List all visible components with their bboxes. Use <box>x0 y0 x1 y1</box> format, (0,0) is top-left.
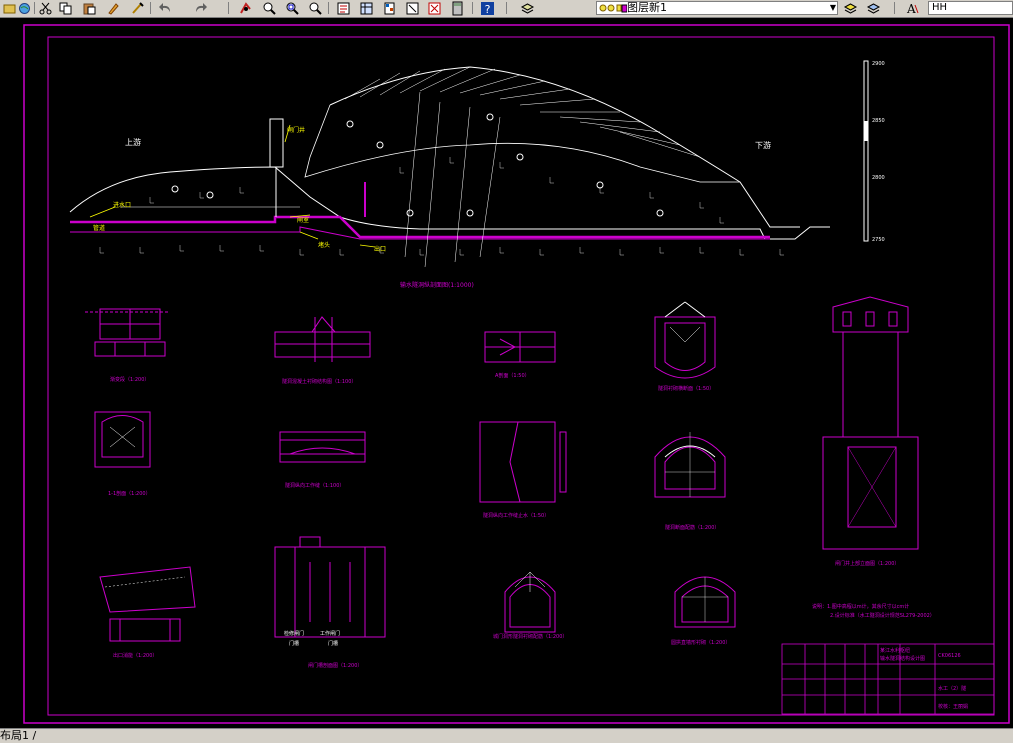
section-8-title: 隧洞断面配筋（1:200） <box>665 524 719 531</box>
section-12-title: 城门洞形隧洞衬砌配筋（1:200） <box>493 633 567 640</box>
svg-text:A: A <box>906 2 916 16</box>
detail-city-gate-tunnel <box>504 571 556 633</box>
section-1-title: 渐变段（1:200） <box>110 376 149 383</box>
paste-icon[interactable] <box>82 1 97 16</box>
detail-outlet <box>99 566 196 642</box>
markup-icon[interactable] <box>427 1 442 16</box>
design-center-icon[interactable] <box>359 1 374 16</box>
gate-d-label: 门槽 <box>328 640 338 647</box>
section-6-title: 隧洞纵向工作缝（1:100） <box>285 482 344 489</box>
plug-label: 堵头 <box>318 241 330 249</box>
detail-reinforcement-arch <box>654 432 726 498</box>
section-9-title: 闸门井上部立面图（1:200） <box>835 560 899 567</box>
svg-text:?: ? <box>485 3 491 16</box>
layer-dropdown[interactable]: 图层新1 ▼ <box>596 1 838 15</box>
svg-text:2800: 2800 <box>872 175 885 181</box>
note-2: 2.设计标准（水工隧洞设计规范SL279-2002） <box>830 612 935 619</box>
main-profile-title: 输水隧洞纵剖面图(1:1000) <box>400 281 474 289</box>
layer-name: 图层新1 <box>627 1 667 14</box>
copy-icon[interactable] <box>58 1 73 16</box>
detail-arch-wall <box>674 576 736 628</box>
zoom-realtime-icon[interactable] <box>262 1 277 16</box>
detail-lining <box>274 316 371 362</box>
open-icon[interactable] <box>2 1 17 16</box>
cut-icon[interactable] <box>38 1 53 16</box>
layer-state-icon <box>599 4 627 13</box>
elevation-scale: 2900 2850 2800 2750 <box>863 60 885 243</box>
zoom-previous-icon[interactable] <box>308 1 323 16</box>
title-cell: CK06126 <box>938 653 961 659</box>
layer-previous-icon[interactable] <box>866 1 881 16</box>
detail-transition <box>85 308 170 357</box>
make-layer-current-icon[interactable] <box>843 1 858 16</box>
detail-1-1-section <box>94 411 151 468</box>
detail-joint-waterstop <box>479 421 567 503</box>
sheet-set-icon[interactable] <box>405 1 420 16</box>
detail-a-section <box>484 331 556 363</box>
section-10-title: 出口消能（1:200） <box>113 652 157 659</box>
detail-gate-slot <box>274 536 386 638</box>
outlet-label: 出口 <box>374 245 386 253</box>
section-7-title: 隧洞纵向工作缝止水（1:50） <box>483 512 549 519</box>
zoom-window-icon[interactable] <box>285 1 300 16</box>
gate-chamber-label: 闸室 <box>297 216 309 224</box>
properties-icon[interactable] <box>336 1 351 16</box>
standard-toolbar: ? 图层新1 ▼ A HH <box>0 0 1013 18</box>
section-13-title: 圆拱直墙形衬砌（1:200） <box>671 639 730 646</box>
shaft-label: 闸门井 <box>287 126 305 134</box>
gate-c-label: 门槽 <box>289 640 299 647</box>
upstream-label: 上游 <box>125 137 141 147</box>
undo-icon[interactable] <box>158 1 173 16</box>
brush-icon[interactable] <box>130 1 145 16</box>
section-2-title: 隧洞混凝土衬砌结构图（1:100） <box>282 378 356 385</box>
title-drawing: 输水隧洞结构设计图 <box>880 655 925 662</box>
help-icon[interactable]: ? <box>480 1 495 16</box>
redo-icon[interactable] <box>193 1 208 16</box>
sheet-inner-border <box>47 36 995 716</box>
detail-lining-cross-section <box>654 301 716 379</box>
gate-a-label: 检修闸门 <box>284 630 304 637</box>
tab-layout1[interactable]: 布局1 / <box>0 729 37 742</box>
tool-palettes-icon[interactable] <box>382 1 397 16</box>
intake-label: 进水口 <box>113 201 131 209</box>
tunnel-profile <box>69 66 830 268</box>
calculator-icon[interactable] <box>450 1 465 16</box>
pipe-label: 管道 <box>93 224 105 232</box>
svg-text:2900: 2900 <box>872 61 885 67</box>
text-style-dropdown[interactable]: HH <box>928 1 1013 15</box>
gate-b-label: 工作闸门 <box>320 630 340 637</box>
match-properties-icon[interactable] <box>106 1 121 16</box>
svg-text:2850: 2850 <box>872 118 885 124</box>
section-5-title: 1-1剖面（1:200） <box>108 490 151 497</box>
detail-longitudinal-joint <box>279 431 366 463</box>
downstream-label: 下游 <box>755 140 771 150</box>
section-11-title: 闸门槽剖面图（1:200） <box>308 662 362 669</box>
title-designer: 校核：王丽娟 <box>938 703 968 710</box>
globe-icon[interactable] <box>17 1 32 16</box>
chevron-down-icon[interactable]: ▼ <box>829 3 836 12</box>
svg-text:2750: 2750 <box>872 237 885 243</box>
title-block <box>781 643 995 715</box>
title-drawing-no: 水工（2）隧 <box>938 685 966 692</box>
section-4-title: 隧洞衬砌横断面（1:50） <box>658 385 714 392</box>
sheet-outer-border <box>23 24 1010 724</box>
text-style-icon[interactable]: A <box>905 1 920 16</box>
status-bar: 布局1 / <box>0 728 1013 743</box>
section-3-title: A剖面（1:50） <box>495 372 530 379</box>
pan-icon[interactable] <box>238 1 253 16</box>
detail-shaft-elevation <box>822 296 919 550</box>
title-project: 某江水利枢纽 <box>880 647 910 654</box>
drawing-canvas[interactable]: 上游 下游 闸门井 进水口 管道 闸室 堵头 出口 输水隧洞纵剖面图(1:100… <box>0 17 1013 728</box>
layer-properties-icon[interactable] <box>520 1 535 16</box>
note-1: 说明：1.图中高程以m计，其余尺寸以cm计 <box>812 603 909 610</box>
